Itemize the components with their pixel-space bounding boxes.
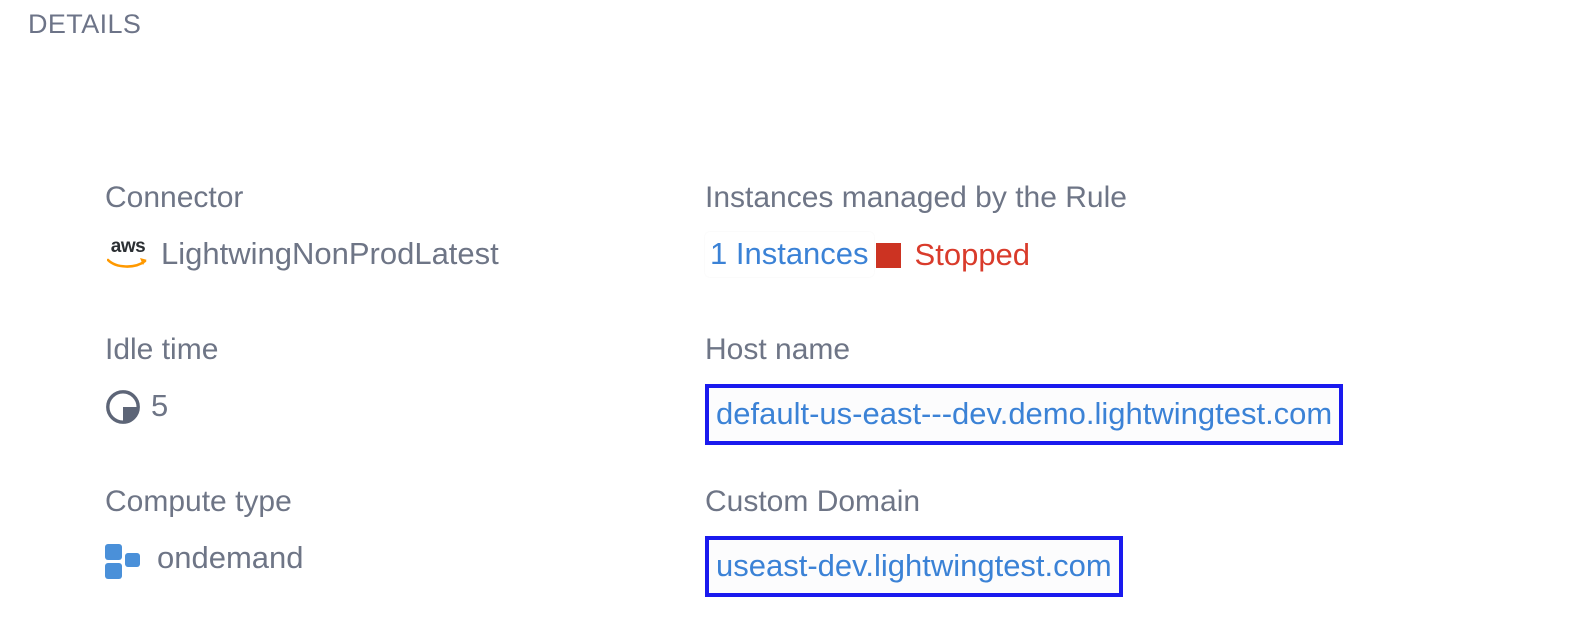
connector-value-row: aws LightwingNonProdLatest (105, 232, 499, 276)
compute-type-value: ondemand (157, 540, 304, 575)
status-color-swatch (875, 243, 901, 268)
detail-row: Compute type ondemand Custom Domain usea… (105, 482, 1585, 634)
status-badge: Stopped (914, 236, 1031, 272)
connector-value: LightwingNonProdLatest (161, 236, 499, 271)
field-instances: Instances managed by the Rule 1 Instance… (705, 178, 1127, 277)
field-idle-time: Idle time 5 (105, 330, 218, 428)
instances-label: Instances managed by the Rule (705, 181, 1127, 214)
host-name-label: Host name (705, 333, 851, 366)
instances-count-link[interactable]: 1 Instances (705, 232, 874, 277)
connector-label: Connector (105, 181, 244, 214)
host-name-link[interactable]: default-us-east---dev.demo.lightwingtest… (705, 384, 1344, 445)
custom-domain-label: Custom Domain (705, 485, 921, 518)
compute-type-label: Compute type (105, 485, 292, 518)
idle-time-value: 5 (151, 388, 169, 423)
detail-row: Idle time 5 Host name default-us-east (105, 330, 1585, 482)
aws-logo-icon: aws (105, 237, 151, 272)
compute-blocks-icon (105, 542, 147, 579)
field-connector: Connector aws LightwingNonProdLatest (105, 178, 499, 276)
idle-time-label: Idle time (105, 333, 219, 366)
field-host-name: Host name default-us-east---dev.demo.lig… (705, 330, 1344, 445)
custom-domain-link[interactable]: useast-dev.lightwingtest.com (705, 536, 1123, 597)
compute-type-value-row: ondemand (105, 536, 304, 580)
host-name-value-row: default-us-east---dev.demo.lightwingtest… (705, 384, 1344, 445)
field-custom-domain: Custom Domain useast-dev.lightwingtest.c… (705, 482, 1123, 597)
instances-value-row: 1 Instances Stopped (705, 232, 1127, 277)
pie-clock-icon (105, 389, 141, 425)
custom-domain-value-row: useast-dev.lightwingtest.com (705, 536, 1123, 597)
details-grid: Connector aws LightwingNonProdLatest Ins… (105, 178, 1585, 634)
page-title: DETAILS (28, 9, 142, 39)
idle-time-value-row: 5 (105, 384, 218, 428)
detail-row: Connector aws LightwingNonProdLatest Ins… (105, 178, 1585, 330)
field-compute-type: Compute type ondemand (105, 482, 304, 580)
